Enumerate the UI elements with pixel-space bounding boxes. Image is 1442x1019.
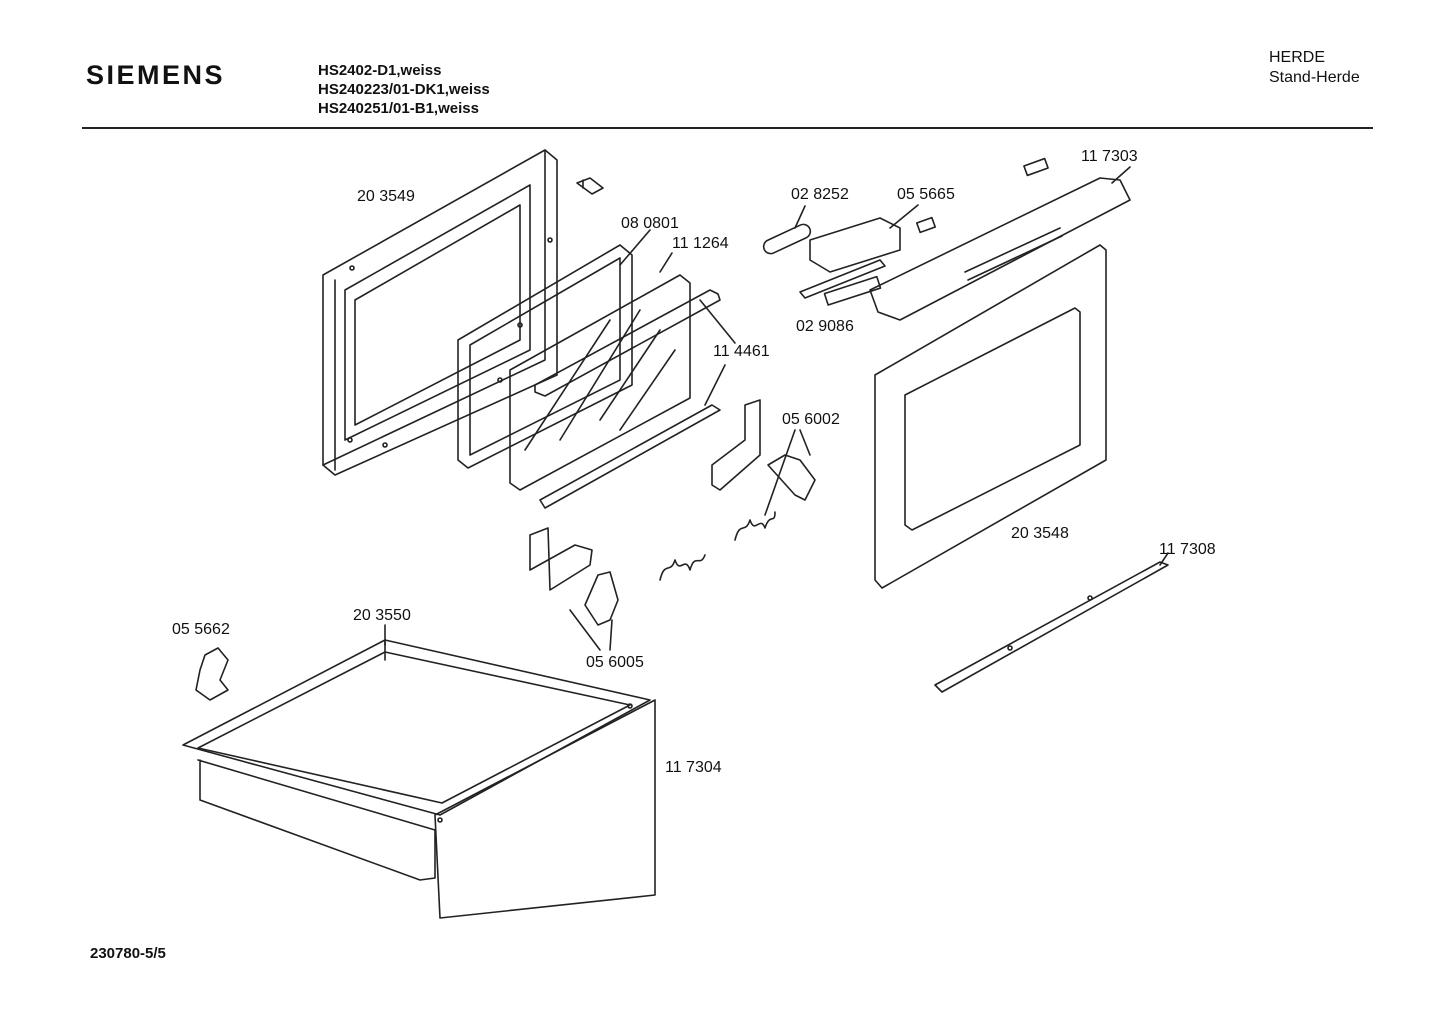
hinge-spring-left (659, 554, 706, 581)
category-title: HERDE (1269, 49, 1326, 66)
inner-door-frame (457, 244, 633, 469)
label-055662: 05 5662 (172, 621, 230, 638)
document-number: 230780-5/5 (90, 945, 166, 962)
leader-056002-a (764, 429, 796, 516)
hinge-bracket-left (529, 527, 619, 626)
frame-clip (576, 177, 604, 195)
leader-080801 (619, 229, 651, 266)
label-055665: 05 5665 (897, 186, 955, 203)
part-labels: 20 3549 08 0801 11 1264 11 4461 02 8252 … (172, 148, 1216, 776)
label-117308: 11 7308 (1159, 541, 1216, 558)
model-list: HS2402-D1,weiss HS240223/01-DK1,weiss HS… (318, 61, 490, 118)
label-111264: 11 1264 (672, 235, 729, 252)
glass-rail-top (534, 289, 721, 397)
leader-028252 (794, 205, 806, 229)
label-080801: 08 0801 (621, 215, 679, 232)
leader-114461-a (699, 299, 736, 344)
hinge-bracket-right (711, 399, 816, 501)
hinge-spring-right (734, 511, 776, 541)
label-029086: 02 9086 (796, 318, 854, 335)
label-117303: 11 7303 (1081, 148, 1138, 165)
label-203548: 20 3548 (1011, 525, 1069, 542)
kick-plate (934, 561, 1169, 693)
label-203550: 20 3550 (353, 607, 411, 624)
glass-pane (509, 274, 691, 491)
leader-056005-a (569, 609, 601, 651)
brand-logo: SIEMENS (86, 60, 226, 90)
leader-111264 (659, 252, 673, 273)
leader-117303 (1111, 166, 1131, 184)
outer-door-frame (322, 149, 558, 476)
label-203549: 20 3549 (357, 188, 415, 205)
leader-114461-b (704, 364, 726, 406)
leader-055665 (889, 204, 919, 229)
label-028252: 02 8252 (791, 186, 849, 203)
header-rule (82, 127, 1373, 129)
glass-rail-bottom (539, 404, 721, 509)
label-114461: 11 4461 (713, 343, 770, 360)
model-line-2: HS240223/01-DK1,weiss (318, 81, 490, 98)
control-switch (799, 216, 937, 299)
storage-drawer (182, 639, 656, 919)
leader-117308 (1159, 552, 1169, 566)
bulb-holder (823, 275, 882, 306)
leader-056005-b (609, 619, 613, 651)
label-117304: 11 7304 (665, 759, 722, 776)
control-panel (869, 157, 1131, 321)
label-056002: 05 6002 (782, 411, 840, 428)
category-block: HERDE Stand-Herde (1269, 48, 1360, 88)
model-line-3: HS240251/01-B1,weiss (318, 100, 479, 117)
label-056005: 05 6005 (586, 654, 644, 671)
oven-door-panel (874, 244, 1107, 589)
category-subtitle: Stand-Herde (1269, 69, 1360, 86)
leader-056002-b (799, 429, 811, 456)
model-line-1: HS2402-D1,weiss (318, 62, 442, 79)
handle-clip (762, 223, 812, 255)
drawer-bracket (195, 647, 229, 701)
